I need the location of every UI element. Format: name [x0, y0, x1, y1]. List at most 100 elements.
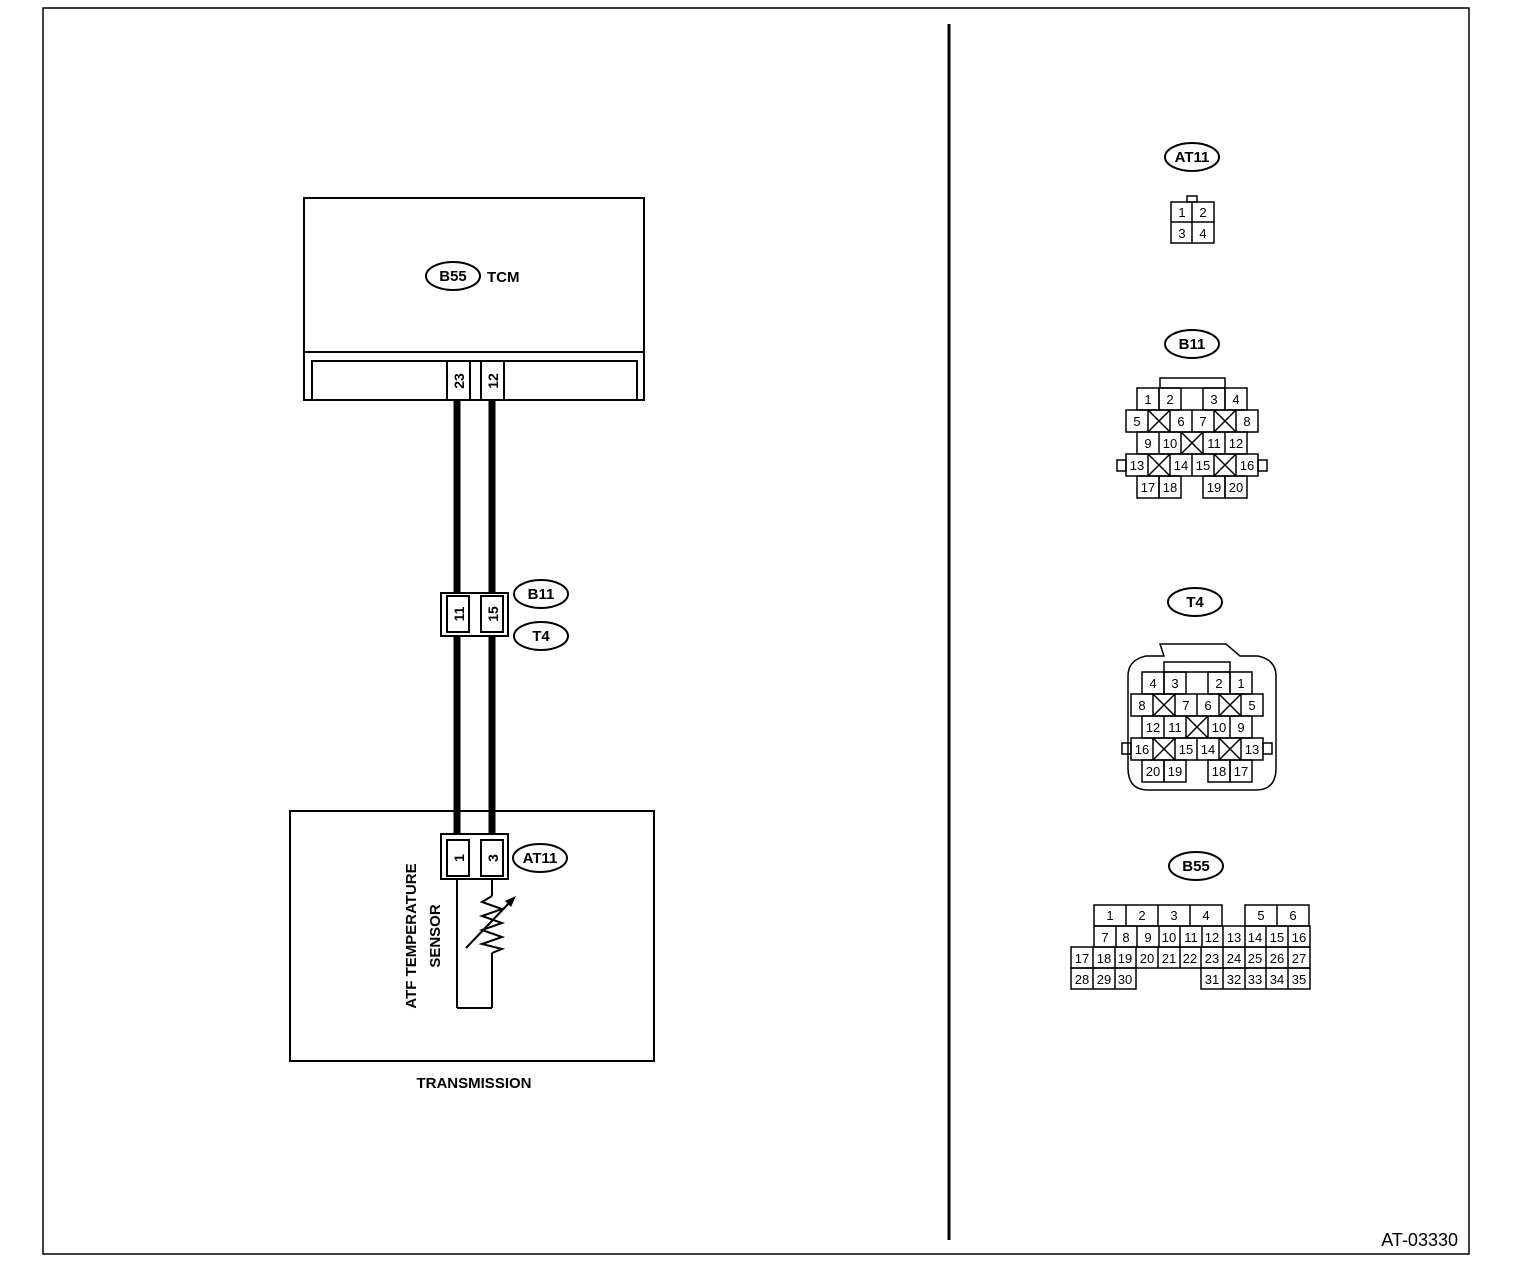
b55-pin-label: 26	[1270, 951, 1284, 966]
harness-wires	[453, 400, 496, 834]
b55-pin-label: 14	[1248, 930, 1262, 945]
junction-pin-15: 15	[485, 606, 501, 622]
b11-pin-label: 1	[1144, 392, 1151, 407]
b11-pin-label: 9	[1144, 436, 1151, 451]
tcm-pin-23: 23	[451, 373, 467, 389]
b55-pin-label: 17	[1075, 951, 1089, 966]
b11-pin-label: 17	[1141, 480, 1155, 495]
t4-pin-label: 2	[1215, 676, 1222, 691]
b55-pin-label: 6	[1289, 908, 1296, 923]
t4-pin-label: 14	[1201, 742, 1215, 757]
t4-pin-label: 4	[1149, 676, 1156, 691]
b11-pin-label: 18	[1163, 480, 1177, 495]
t4-pin-label: 20	[1146, 764, 1160, 779]
t4-pin-label: 8	[1138, 698, 1145, 713]
b11-pin-label: 14	[1174, 458, 1188, 473]
b11-pin-label: 5	[1133, 414, 1140, 429]
figure-code: AT-03330	[1381, 1230, 1458, 1250]
b11-connector-view: B11 1 2 3 4 5 6 7 8 9 10 11 12	[1116, 329, 1268, 499]
b55-pin-label: 30	[1118, 972, 1132, 987]
t4-pin-label: 19	[1168, 764, 1182, 779]
b55-pin-label: 25	[1248, 951, 1262, 966]
b55-pin-label: 33	[1248, 972, 1262, 987]
t4-pin-label: 3	[1171, 676, 1178, 691]
b55-pin-label: 23	[1205, 951, 1219, 966]
t4-pin-label: 9	[1237, 720, 1244, 735]
b55-pin-label: 10	[1162, 930, 1176, 945]
b55-pin-label: 5	[1257, 908, 1264, 923]
t4-pin-label: 17	[1234, 764, 1248, 779]
b55-pin-label: 7	[1101, 930, 1108, 945]
t4-pin-label: 15	[1179, 742, 1193, 757]
b11-view-label: B11	[1179, 336, 1206, 353]
b11-pin-label: 13	[1130, 458, 1144, 473]
b55-pin-label: 21	[1162, 951, 1176, 966]
at11-connector-view: AT11 1 2 3 4	[1164, 142, 1220, 244]
t4-pin-label: 5	[1248, 698, 1255, 713]
b11-pin-label: 15	[1196, 458, 1210, 473]
at11-pin-label: 4	[1199, 226, 1206, 241]
b55-pin-label: 18	[1097, 951, 1111, 966]
b11-pin-label: 19	[1207, 480, 1221, 495]
t4-connector-label: T4	[532, 628, 550, 645]
b55-pin-label: 9	[1144, 930, 1151, 945]
b55-view-label: B55	[1182, 858, 1210, 875]
b55-pin-label: 4	[1202, 908, 1209, 923]
b11-pin-label: 6	[1177, 414, 1184, 429]
b55-pin-label: 27	[1292, 951, 1306, 966]
b11-pin-label: 11	[1207, 436, 1221, 451]
b55-pin-label: 8	[1122, 930, 1129, 945]
b55-pin-label: 24	[1227, 951, 1241, 966]
b11-pin-label: 3	[1210, 392, 1217, 407]
junction-pin-11: 11	[451, 606, 467, 621]
b11-pin-label: 7	[1199, 414, 1206, 429]
transmission-unit: TRANSMISSION 1 3 AT11 ATF TEMPERATURE SE…	[289, 810, 655, 1092]
at11-pin-1: 1	[451, 854, 467, 862]
at11-pin-label: 1	[1178, 205, 1185, 220]
b11-pin-label: 16	[1240, 458, 1254, 473]
sensor-label-line2: SENSOR	[427, 904, 444, 968]
b55-pin-label: 11	[1184, 930, 1198, 945]
b55-pin-label: 1	[1106, 908, 1113, 923]
b11-pin-label: 4	[1232, 392, 1239, 407]
at11-pin-3: 3	[485, 854, 501, 862]
t4-pin-label: 18	[1212, 764, 1226, 779]
b55-pin-label: 22	[1183, 951, 1197, 966]
b55-pin-label: 31	[1205, 972, 1219, 987]
sensor-label-line1: ATF TEMPERATURE	[403, 863, 420, 1008]
b55-connector-view: B55 1 2 3 4 5 6 7 8 9 10 11 12 13 14 15 …	[1070, 851, 1311, 990]
t4-pin-label: 13	[1245, 742, 1259, 757]
t4-pin-label: 1	[1237, 676, 1244, 691]
b11-pin-label: 8	[1243, 414, 1250, 429]
thermistor-symbol	[478, 895, 506, 954]
junction-connector: 11 15 B11 T4	[440, 579, 569, 651]
t4-pin-label: 16	[1135, 742, 1149, 757]
tcm-unit: B55 TCM 23 12	[303, 197, 645, 401]
b11-pin-label: 2	[1166, 392, 1173, 407]
b55-pin-label: 20	[1140, 951, 1154, 966]
b55-connector-tag	[425, 261, 481, 291]
b55-pin-label: 35	[1292, 972, 1306, 987]
b55-pin-label: 12	[1205, 930, 1219, 945]
at11-view-label: AT11	[1175, 149, 1210, 166]
at11-pin-label: 2	[1199, 205, 1206, 220]
b11-pin-label: 20	[1229, 480, 1243, 495]
b55-pin-label: 28	[1075, 972, 1089, 987]
t4-housing	[1127, 643, 1277, 791]
t4-pin-label: 7	[1182, 698, 1189, 713]
b55-pin-label: 32	[1227, 972, 1241, 987]
at11-pin-label: 3	[1178, 226, 1185, 241]
tcm-label: TCM	[487, 269, 520, 286]
at11-connector-label: AT11	[523, 850, 558, 867]
t4-view-label: T4	[1186, 594, 1204, 611]
t4-connector-view: T4 4 3 2 1 8 7 6 5 12 11 10 9	[1121, 587, 1277, 791]
b11-pin-label: 10	[1163, 436, 1177, 451]
b55-pin-label: 13	[1227, 930, 1241, 945]
b55-pin-label: 3	[1170, 908, 1177, 923]
transmission-label: TRANSMISSION	[416, 1075, 531, 1092]
b55-pin-label: 19	[1118, 951, 1132, 966]
b55-pin-label: 29	[1097, 972, 1111, 987]
b55-pin-label: 2	[1138, 908, 1145, 923]
tcm-connector-label: B55	[439, 268, 467, 285]
